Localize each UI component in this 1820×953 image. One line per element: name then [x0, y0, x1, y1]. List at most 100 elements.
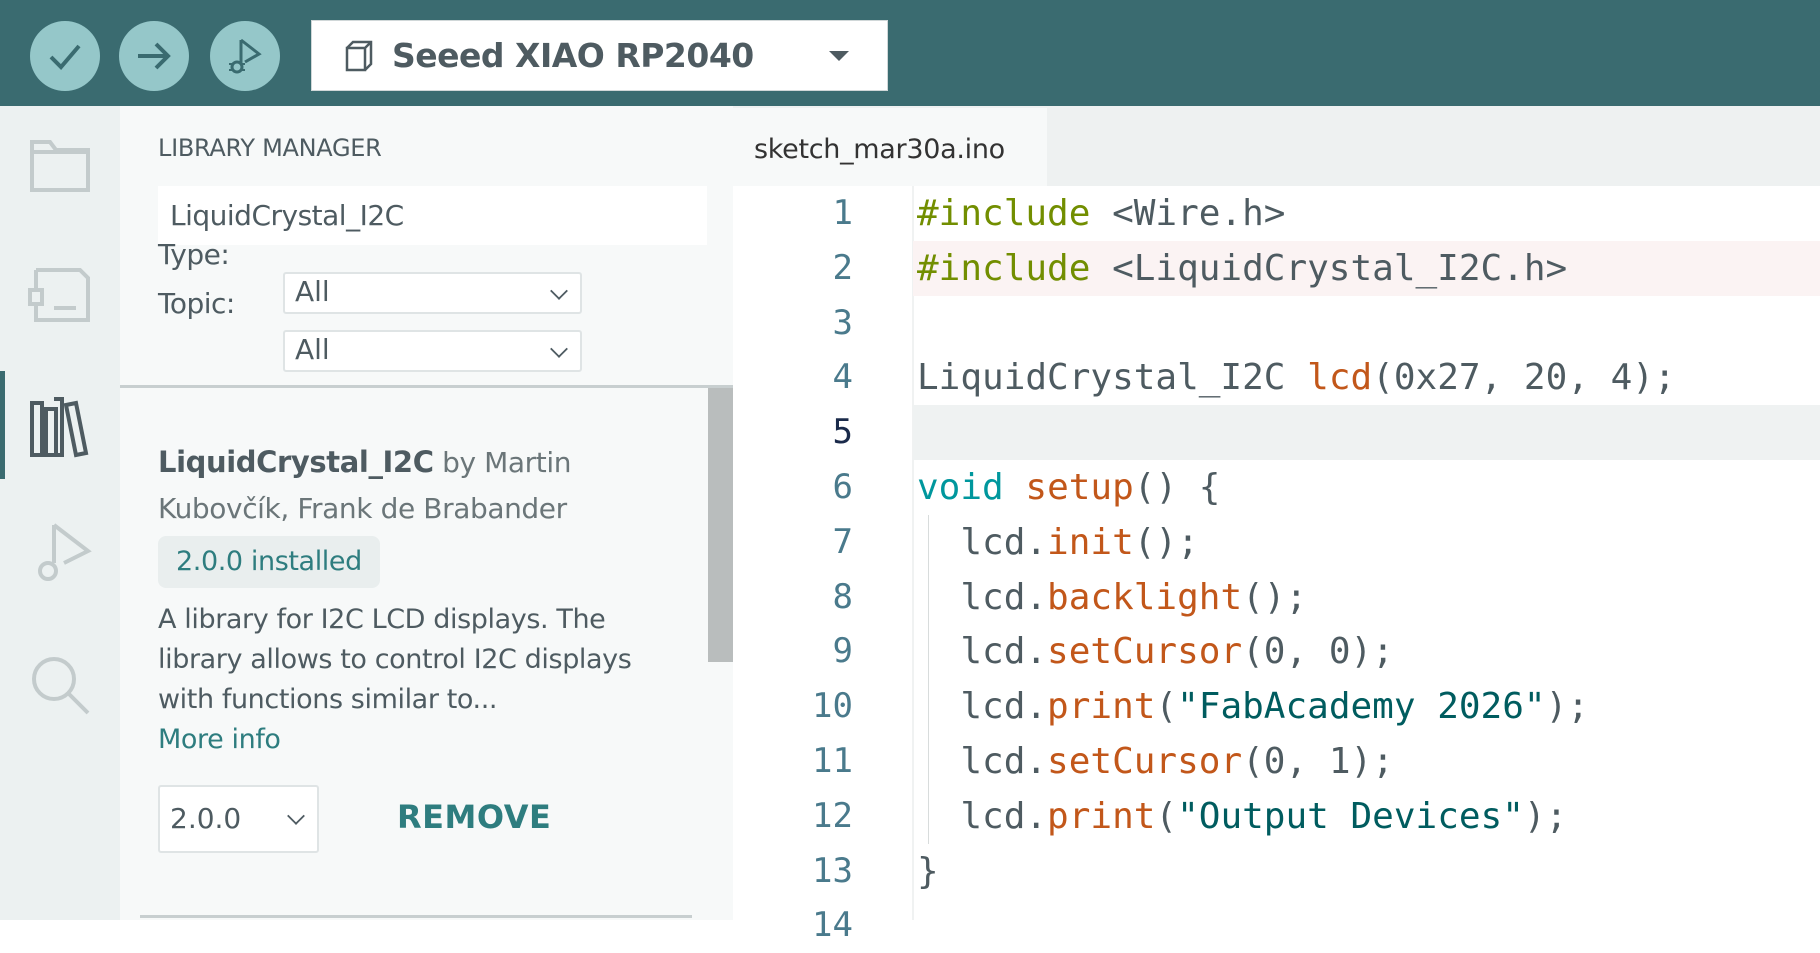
- code-token-txt: lcd.: [917, 631, 1048, 673]
- code-token-txt: ();: [1242, 576, 1308, 618]
- code-text: lcd.setCursor(0, 0);: [917, 624, 1394, 679]
- line-number: 4: [832, 357, 853, 398]
- line-number: 1: [832, 193, 853, 233]
- tab-sketch[interactable]: sketch_mar30a.ino: [733, 108, 1047, 186]
- chevron-down-icon: [550, 282, 568, 300]
- type-label: Type:: [158, 238, 230, 271]
- remove-button[interactable]: REMOVE: [397, 798, 552, 836]
- installed-badge: 2.0.0 installed: [158, 536, 380, 588]
- upload-button[interactable]: [119, 21, 189, 91]
- library-description: A library for I2C LCD displays. The libr…: [158, 604, 632, 715]
- topic-value: All: [295, 333, 330, 366]
- code-token-pre: #include: [917, 193, 1091, 234]
- code-text: lcd.setCursor(0, 1);: [917, 734, 1394, 789]
- code-line[interactable]: 14: [733, 898, 1820, 953]
- code-text: LiquidCrystal_I2C lcd(0x27, 20, 4);: [917, 350, 1676, 405]
- line-number: 12: [812, 795, 853, 836]
- board-icon: [345, 40, 373, 71]
- code-line[interactable]: 10 lcd.print("FabAcademy 2026");: [733, 679, 1820, 734]
- code-line[interactable]: 7 lcd.init();: [733, 515, 1820, 570]
- caret-down-icon: [829, 51, 849, 61]
- boards-manager-button[interactable]: [20, 256, 100, 336]
- library-icon: [30, 397, 89, 458]
- line-number: 3: [832, 302, 853, 343]
- verify-button[interactable]: [30, 21, 100, 91]
- code-token-fn: print: [1047, 686, 1156, 728]
- library-search-input[interactable]: [158, 186, 707, 245]
- code-text: lcd.init();: [917, 515, 1198, 570]
- code-line[interactable]: 4 LiquidCrystal_I2C lcd(0x27, 20, 4);: [733, 350, 1820, 405]
- board-selector[interactable]: Seeed XIAO RP2040: [311, 20, 888, 91]
- code-line[interactable]: 11 lcd.setCursor(0, 1);: [733, 734, 1820, 789]
- code-line[interactable]: 13}: [733, 844, 1820, 899]
- code-token-txt: lcd.: [917, 521, 1048, 563]
- code-token-str: "FabAcademy 2026": [1177, 686, 1546, 728]
- code-token-txt: );: [1523, 795, 1568, 837]
- topic-select[interactable]: All: [283, 330, 582, 372]
- type-select[interactable]: All: [283, 272, 582, 314]
- code-token-txt: (0x27, 20, 4);: [1372, 357, 1676, 399]
- debug-button[interactable]: [210, 21, 280, 91]
- code-token-fn: print: [1047, 795, 1156, 837]
- line-number: 13: [812, 850, 853, 891]
- code-token-txt: LiquidCrystal_I2C: [917, 357, 1308, 399]
- code-line[interactable]: 8 lcd.backlight();: [733, 570, 1820, 625]
- chevron-down-icon: [550, 340, 568, 358]
- code-line[interactable]: 2#include <LiquidCrystal_I2C.h>: [733, 240, 1820, 296]
- code-text: }: [917, 844, 939, 899]
- code-token-fn: setCursor: [1047, 741, 1243, 782]
- library-manager-button[interactable]: [20, 387, 100, 467]
- code-line[interactable]: 3: [733, 296, 1820, 351]
- search-button[interactable]: [20, 645, 100, 725]
- code-token-txt: <Wire.h>: [1090, 193, 1286, 234]
- library-name: LiquidCrystal_I2C: [158, 445, 434, 479]
- code-token-txt: () {: [1133, 467, 1221, 508]
- code-text: void setup() {: [917, 460, 1220, 515]
- line-number: 7: [832, 521, 853, 562]
- panel-title: LIBRARY MANAGER: [158, 134, 382, 162]
- code-token-txt: (: [1155, 795, 1178, 837]
- code-text: lcd.print("FabAcademy 2026");: [917, 679, 1589, 734]
- code-line[interactable]: 12 lcd.print("Output Devices");: [733, 789, 1820, 844]
- version-value: 2.0.0: [170, 802, 242, 835]
- library-list-item: LiquidCrystal_I2C by Martin Kubovčík, Fr…: [158, 439, 678, 760]
- code-token-txt: }: [917, 850, 939, 892]
- code-token-txt: lcd.: [917, 741, 1048, 782]
- version-select[interactable]: 2.0.0: [158, 785, 319, 853]
- type-value: All: [295, 275, 330, 308]
- code-token-fn: init: [1047, 521, 1134, 563]
- code-line[interactable]: 5: [733, 405, 1820, 461]
- code-token-txt: <LiquidCrystal_I2C.h>: [1090, 247, 1568, 289]
- check-icon: [49, 44, 81, 70]
- line-number: 5: [832, 412, 853, 453]
- line-number: 6: [832, 467, 853, 507]
- code-text: lcd.print("Output Devices");: [917, 789, 1567, 844]
- code-line[interactable]: 9 lcd.setCursor(0, 0);: [733, 624, 1820, 679]
- library-manager-panel: LIBRARY MANAGER Type: All Topic: All Liq…: [120, 106, 733, 920]
- code-line[interactable]: 6 void setup() {: [733, 460, 1820, 515]
- code-token-pre: #include: [917, 247, 1091, 289]
- code-token-txt: lcd.: [917, 795, 1048, 837]
- debug-icon: [229, 38, 262, 74]
- code-line[interactable]: 1 #include <Wire.h>: [733, 186, 1820, 241]
- line-number: 11: [812, 741, 853, 781]
- scrollbar[interactable]: [708, 388, 733, 662]
- line-number: 9: [832, 631, 853, 672]
- activity-bar: [0, 106, 120, 920]
- code-token-type: void: [917, 467, 1004, 508]
- sketchbook-button[interactable]: [20, 126, 100, 206]
- divider: [120, 385, 733, 388]
- board-name: Seeed XIAO RP2040: [392, 36, 754, 75]
- chevron-down-icon: [287, 807, 305, 825]
- code-editor[interactable]: 1 #include <Wire.h> 2#include <LiquidCryst…: [733, 186, 1820, 945]
- code-token-txt: );: [1545, 686, 1589, 728]
- code-token-fn: lcd: [1307, 357, 1373, 399]
- debug-panel-button[interactable]: [20, 515, 100, 595]
- gutter-border: [912, 186, 914, 920]
- code-token-txt: (: [1155, 686, 1178, 728]
- code-token-fn: setup: [1025, 467, 1134, 508]
- current-line-highlight: [913, 405, 1820, 461]
- more-info-link[interactable]: More info: [158, 724, 281, 755]
- arrow-right-icon: [138, 42, 171, 70]
- code-token-str: "Output Devices": [1177, 795, 1524, 837]
